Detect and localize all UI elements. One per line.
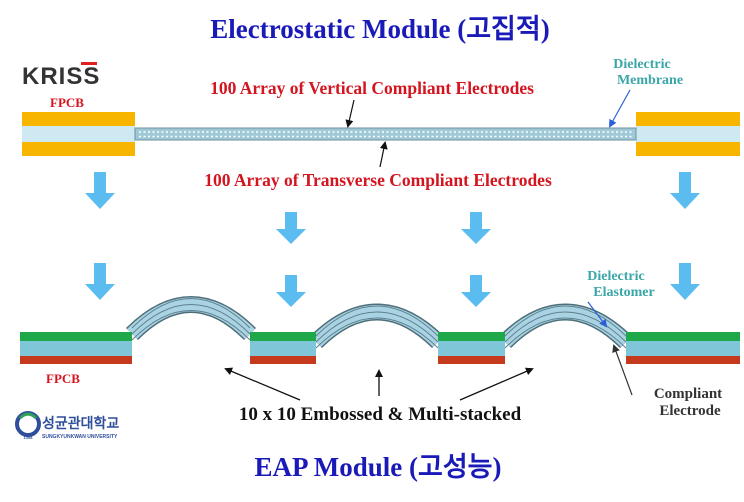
ribbon-1-line-c [131,310,251,341]
down-arrow-right-upper [670,172,700,209]
arrow-dielectric-elastomer [587,301,608,328]
pad-center-right-green [438,332,505,341]
process-arrows [85,172,700,307]
down-arrow-center-right-upper [461,212,491,244]
label-compliant-electrode-line1: Compliant [654,386,722,402]
bottom-eap-structure [20,296,740,364]
label-embossed-multistacked: 10 x 10 Embossed & Multi-stacked [239,404,522,425]
kriss-logo-text: KRISS [22,63,100,90]
label-dielectric-elastomer-line1: Dielectric [587,269,645,284]
pad-right-green [626,332,740,341]
down-arrow-left-upper [85,172,115,209]
skku-emblem-leaf [18,412,38,420]
ribbon-1-line-b [131,304,251,335]
pad-left-green [20,332,132,341]
label-compliant-electrode-line2: Electrode [659,403,721,419]
down-arrow-center-left-lower [276,275,306,307]
ribbon-2-line-b [315,311,439,343]
ribbon-3-line-c [504,317,627,349]
fpcb-left-top-layer [22,112,135,126]
ribbon-3-line-a [504,305,627,337]
pad-left-elastomer [20,341,132,356]
kriss-logo: KRISS [22,62,100,90]
pad-left-red [20,356,132,364]
pad-center-left-elastomer [250,341,316,356]
label-vertical-electrodes: 100 Array of Vertical Compliant Electrod… [210,78,534,98]
ribbon-2-line-a [315,305,439,337]
pad-right-red [626,356,740,364]
arrow-transverse-electrodes [379,141,388,168]
skku-logo-year: 1398 [24,435,34,440]
pad-right-elastomer [626,341,740,356]
skku-logo-english: SUNGKYUNKWAN UNIVERSITY [42,434,118,440]
ribbon-3-line-b [504,311,627,343]
label-dielectric-membrane-line1: Dielectric [613,57,671,72]
fpcb-left-middle-layer [22,126,135,142]
label-dielectric-elastomer-line2: Elastomer [593,285,654,300]
fpcb-right-top-layer [636,112,740,126]
arrow-dielectric-membrane [609,89,631,128]
title-electrostatic-module: Electrostatic Module (고집적) [210,14,549,44]
skku-logo-korean: 성균관대학교 [42,415,119,431]
pad-center-right-red [438,356,505,364]
skku-logo: 1398 성균관대학교 SUNGKYUNKWAN UNIVERSITY [15,411,119,440]
arrow-embossed-left [224,367,301,401]
down-arrow-center-left-upper [276,212,306,244]
label-dielectric-membrane-line2: Membrane [617,73,683,88]
fpcb-right-middle-layer [636,126,740,142]
ribbon-1-line-a [131,298,251,329]
fpcb-label-bottom: FPCB [46,371,80,386]
fpcb-left-bottom-layer [22,142,135,156]
arrow-embossed-right [459,367,534,401]
pad-center-right-elastomer [438,341,505,356]
pad-center-left-red [250,356,316,364]
arrow-vertical-electrodes [345,99,355,128]
pad-center-left-green [250,332,316,341]
kriss-logo-accent [81,62,97,65]
dielectric-membrane [134,127,637,141]
down-arrow-center-right-lower [461,275,491,307]
title-eap-module: EAP Module (고성능) [254,452,501,482]
arrow-compliant-electrode [612,344,633,396]
down-arrow-left-lower [85,263,115,300]
fpcb-right-bottom-layer [636,142,740,156]
down-arrow-right-lower [670,263,700,300]
fpcb-label-top: FPCB [50,95,84,110]
label-transverse-electrodes: 100 Array of Transverse Compliant Electr… [204,170,552,190]
top-electrostatic-structure [22,112,740,156]
ribbon-2-line-c [315,317,439,349]
